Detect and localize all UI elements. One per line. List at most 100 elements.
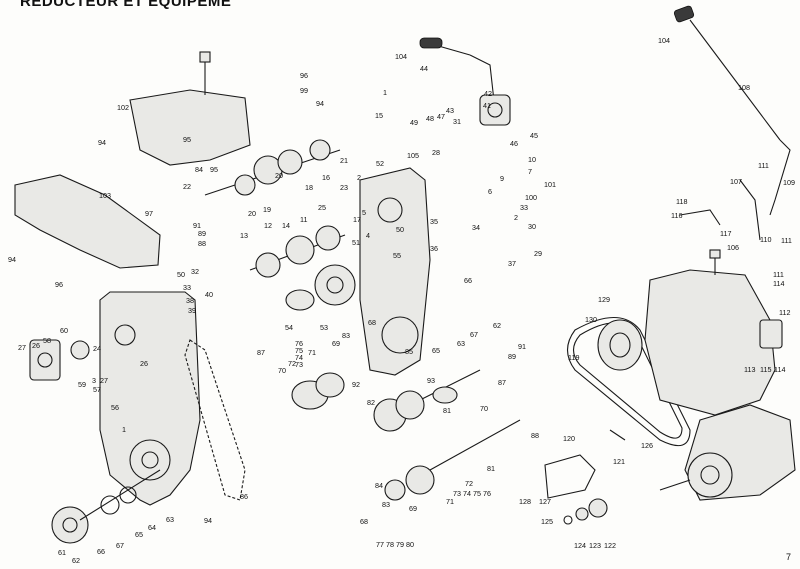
callout-label: 33 — [520, 203, 528, 212]
callout-label: 12 — [264, 221, 272, 230]
callout-label: 119 — [568, 353, 579, 362]
callout-label: 95 — [210, 165, 218, 174]
callout-label: 73 74 75 76 — [453, 489, 491, 498]
callout-label: 45 — [530, 131, 538, 140]
callout-label: 3 — [92, 376, 96, 385]
callout-label: 52 — [376, 159, 384, 168]
callout-label: 117 — [720, 229, 731, 238]
engine-housing — [644, 269, 776, 416]
callout-label: 110 — [760, 235, 771, 244]
callout-label: 92 — [352, 380, 360, 389]
callout-label: 64 — [148, 523, 156, 532]
callout-label: 112 — [779, 308, 790, 317]
callout-label: 73 — [295, 360, 303, 369]
callout-label: 115 — [760, 365, 771, 374]
callout-label: 20 — [275, 171, 283, 180]
callout-label: 5 — [362, 208, 366, 217]
upper-bracket — [129, 89, 251, 166]
callout-label: 66 — [464, 276, 472, 285]
callout-label: 57 — [93, 385, 101, 394]
callout-label: 94 — [204, 516, 212, 525]
callout-label: 54 — [285, 323, 293, 332]
page-title: RÉDUCTEUR ET ÉQUIPEME — [20, 0, 232, 10]
callout-label: 22 — [183, 182, 191, 191]
callout-label: 23 — [340, 183, 348, 192]
callout-label: 65 — [432, 346, 440, 355]
callout-label: 6 — [488, 187, 492, 196]
callout-label: 14 — [282, 221, 290, 230]
callout-label: 41 — [483, 101, 491, 110]
callout-label: 24 — [93, 344, 101, 353]
callout-label: 11 — [300, 215, 307, 224]
callout-label: 26 — [140, 359, 148, 368]
callout-label: 83 — [342, 331, 350, 340]
callout-label: 99 — [300, 86, 308, 95]
callout-label: 93 — [427, 376, 435, 385]
callout-label: 129 — [598, 295, 610, 304]
callout-label: 40 — [205, 290, 213, 299]
callout-label: 121 — [613, 457, 625, 466]
callout-label: 58 — [43, 336, 51, 345]
callout-label: 48 — [426, 114, 434, 123]
callout-label: 63 — [166, 515, 174, 524]
callout-label: 69 — [332, 339, 340, 348]
callout-label: 2 — [357, 173, 361, 182]
callout-label: 9 — [500, 174, 504, 183]
callout-label: 81 — [443, 406, 451, 415]
callout-label: 107 — [730, 177, 742, 186]
callout-label: 70 — [278, 366, 286, 375]
gear-reducer-assembly — [14, 51, 521, 544]
callout-label: 20 — [248, 209, 256, 218]
callout-label: 19 — [263, 205, 271, 214]
pulley-belt-assembly — [566, 317, 691, 447]
callout-label: 50 — [396, 225, 404, 234]
callout-label: 74 — [295, 353, 303, 362]
callout-label: 84 — [195, 165, 203, 174]
callout-label: 103 — [99, 191, 111, 200]
callout-label: 130 — [585, 315, 597, 324]
callout-label: 46 — [510, 139, 518, 148]
callout-label: 114 — [774, 365, 785, 374]
callout-label: 32 — [191, 267, 199, 276]
callout-label: 17 — [353, 215, 361, 224]
callout-label: 94 — [8, 255, 16, 264]
callout-label: 18 — [305, 183, 313, 192]
callout-label: 85 — [405, 347, 413, 356]
callout-label: 72 — [288, 359, 296, 368]
callout-label: 61 — [58, 548, 66, 557]
callout-label: 82 — [367, 398, 375, 407]
callout-label: 124 — [574, 541, 586, 550]
callout-label: 1 — [383, 88, 387, 97]
callout-label: 77 78 79 80 — [376, 540, 414, 549]
callout-label: 15 — [375, 111, 383, 120]
callout-label: 114 — [773, 279, 784, 288]
callout-label: 51 — [352, 238, 360, 247]
callout-label: 84 — [375, 481, 383, 490]
callout-label: 25 — [318, 203, 326, 212]
callout-label: 104 — [658, 36, 670, 45]
callout-label: 62 — [72, 556, 80, 565]
callout-label: 63 — [457, 339, 465, 348]
callout-label: 1 — [122, 425, 126, 434]
callout-label: 68 — [360, 517, 368, 526]
callout-label: 44 — [420, 64, 428, 73]
control-linkage-assembly — [419, 5, 791, 241]
callout-label: 7 — [528, 167, 532, 176]
callout-label: 94 — [98, 138, 106, 147]
callout-label: 81 — [487, 464, 495, 473]
callout-label: 55 — [393, 251, 401, 260]
callout-label: 97 — [145, 209, 153, 218]
callout-label: 96 — [300, 71, 308, 80]
callout-label: 88 — [198, 239, 206, 248]
callout-label: 91 — [193, 221, 201, 230]
callout-label: 125 — [541, 517, 553, 526]
callout-label: 30 — [528, 222, 536, 231]
callout-label: 68 — [368, 318, 376, 327]
callout-label: 111 — [773, 270, 784, 279]
callout-label: 76 — [295, 339, 303, 348]
callout-label: 72 — [465, 479, 473, 488]
reducer-casing — [99, 291, 201, 506]
callout-label: 128 — [519, 497, 531, 506]
callout-label: 126 — [641, 441, 653, 450]
callout-label: 83 — [382, 500, 390, 509]
